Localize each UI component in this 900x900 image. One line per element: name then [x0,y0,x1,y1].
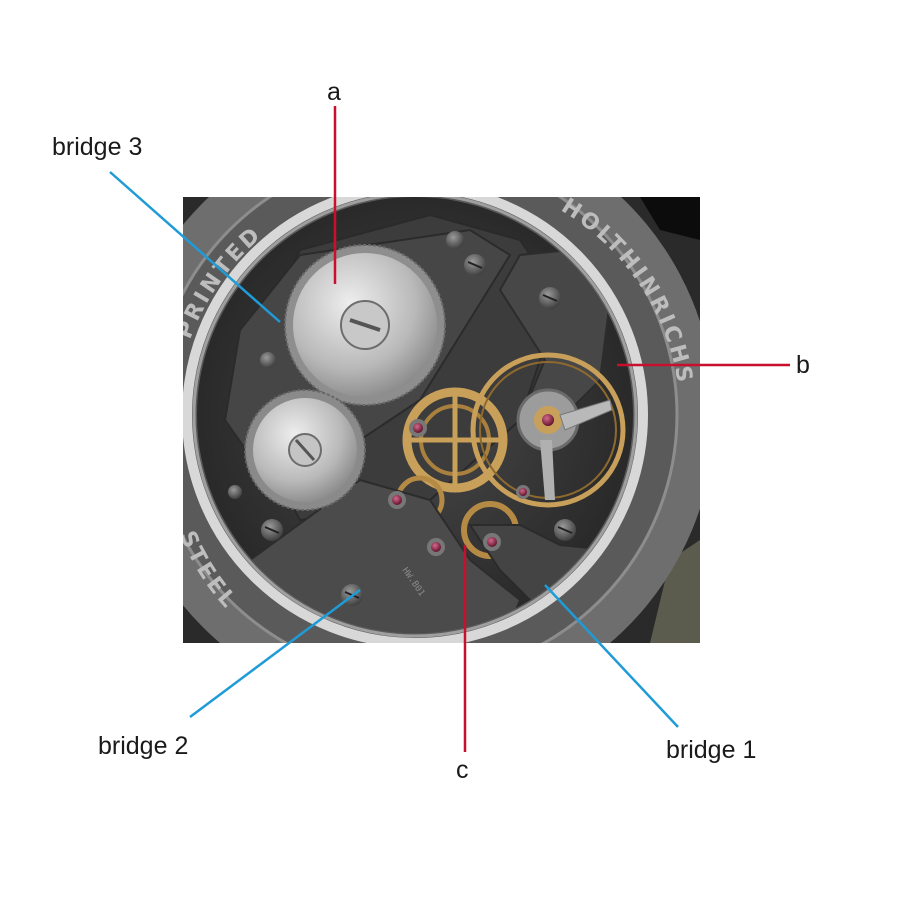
leader-bridge-1 [544,584,679,728]
jewels [388,419,530,556]
ratchet-wheel [244,389,366,511]
movement-photo: HOLTHINRICHS PRINTED STEEL [183,197,700,643]
labels: a b c bridge 3 bridge 2 bridge 1 [52,78,810,784]
bridge-2 [248,478,522,633]
movement: HW.B01 [197,197,633,633]
balance-cock [498,248,612,421]
label-a: a [327,78,341,106]
label-c: c [456,756,469,784]
wheel-a [284,244,446,406]
leader-bridge-3 [109,171,281,323]
label-b: b [796,351,810,379]
leader-bridge-2 [189,588,361,719]
leader-lines [109,106,790,752]
case-polished-ring [183,197,648,643]
balance-wheel [470,352,626,508]
label-bridge-2: bridge 2 [98,732,188,760]
label-bridge-3: bridge 3 [52,133,142,161]
label-bridge-1: bridge 1 [666,736,756,764]
